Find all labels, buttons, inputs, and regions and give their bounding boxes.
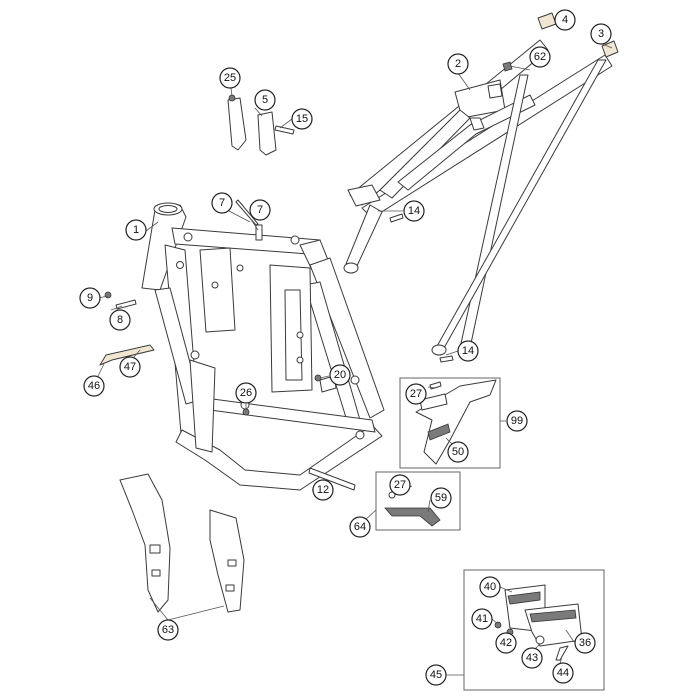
- callout-64-label: 64: [354, 521, 366, 533]
- callout-27-bottom: 27: [389, 474, 411, 496]
- callout-14-top: 14: [403, 200, 425, 222]
- callout-50: 50: [447, 441, 469, 463]
- callout-12-label: 12: [317, 484, 329, 496]
- callout-26-label: 26: [240, 387, 252, 399]
- callout-9-label: 9: [87, 292, 93, 304]
- callout-46-label: 46: [88, 380, 100, 392]
- callout-15: 15: [291, 108, 313, 130]
- callout-42-label: 42: [500, 637, 512, 649]
- callout-2-label: 2: [455, 58, 461, 70]
- callout-50-label: 50: [452, 446, 464, 458]
- callout-40-label: 40: [484, 581, 496, 593]
- callout-7-left: 7: [211, 192, 233, 214]
- callout-36: 36: [574, 632, 596, 654]
- callout-59-label: 59: [435, 492, 447, 504]
- callout-36-label: 36: [579, 637, 591, 649]
- callout-27-top: 27: [405, 383, 427, 405]
- callout-4: 4: [554, 9, 576, 31]
- subframe-caps: [502, 12, 619, 72]
- callout-7-left-label: 7: [219, 197, 225, 209]
- callout-4-label: 4: [562, 14, 568, 26]
- callout-45: 45: [425, 664, 447, 686]
- callout-20-label: 20: [334, 369, 346, 381]
- callout-45-label: 45: [430, 669, 442, 681]
- callout-1: 1: [125, 219, 147, 241]
- frame-protectors: [119, 473, 245, 613]
- chain-guide-group: [399, 377, 501, 469]
- callout-9: 9: [79, 287, 101, 309]
- callout-43: 43: [521, 647, 543, 669]
- callout-14-top-label: 14: [408, 205, 420, 217]
- callout-14-bottom: 14: [457, 340, 479, 362]
- callout-47: 47: [119, 356, 141, 378]
- callout-41-label: 41: [476, 613, 488, 625]
- callout-7-right-label: 7: [257, 204, 263, 216]
- callout-62-label: 62: [534, 51, 546, 63]
- callout-26: 26: [235, 382, 257, 404]
- callout-47-label: 47: [124, 361, 136, 373]
- footpeg-group: [463, 569, 605, 691]
- callout-63: 63: [157, 619, 179, 641]
- callout-12: 12: [312, 479, 334, 501]
- callout-44-label: 44: [557, 667, 569, 679]
- callout-43-label: 43: [526, 652, 538, 664]
- callout-99: 99: [506, 410, 528, 432]
- callout-3: 3: [590, 23, 612, 45]
- callout-41: 41: [471, 608, 493, 630]
- callout-2: 2: [447, 53, 469, 75]
- callout-62: 62: [529, 46, 551, 68]
- callout-8: 8: [109, 309, 131, 331]
- callout-42: 42: [495, 632, 517, 654]
- callout-63-label: 63: [162, 624, 174, 636]
- callout-14-bottom-label: 14: [462, 345, 474, 357]
- callout-40: 40: [479, 576, 501, 598]
- callout-99-label: 99: [511, 415, 523, 427]
- callout-15-label: 15: [296, 113, 308, 125]
- callout-46: 46: [83, 375, 105, 397]
- callout-5: 5: [254, 89, 276, 111]
- callout-44: 44: [552, 662, 574, 684]
- main-frame: [141, 202, 385, 491]
- callout-3-label: 3: [598, 28, 604, 40]
- callout-25-label: 25: [224, 72, 236, 84]
- callout-27-bottom-label: 27: [394, 479, 406, 491]
- loose-hardware: [99, 94, 454, 491]
- callout-20: 20: [329, 364, 351, 386]
- callout-1-label: 1: [133, 224, 139, 236]
- callout-59: 59: [430, 487, 452, 509]
- callout-25: 25: [219, 67, 241, 89]
- callout-64: 64: [349, 516, 371, 538]
- subframe: [343, 39, 613, 356]
- callout-27-top-label: 27: [410, 388, 422, 400]
- chain-slider-group: [375, 471, 461, 531]
- callout-5-label: 5: [262, 94, 268, 106]
- callout-8-label: 8: [117, 314, 123, 326]
- callout-7-right: 7: [249, 199, 271, 221]
